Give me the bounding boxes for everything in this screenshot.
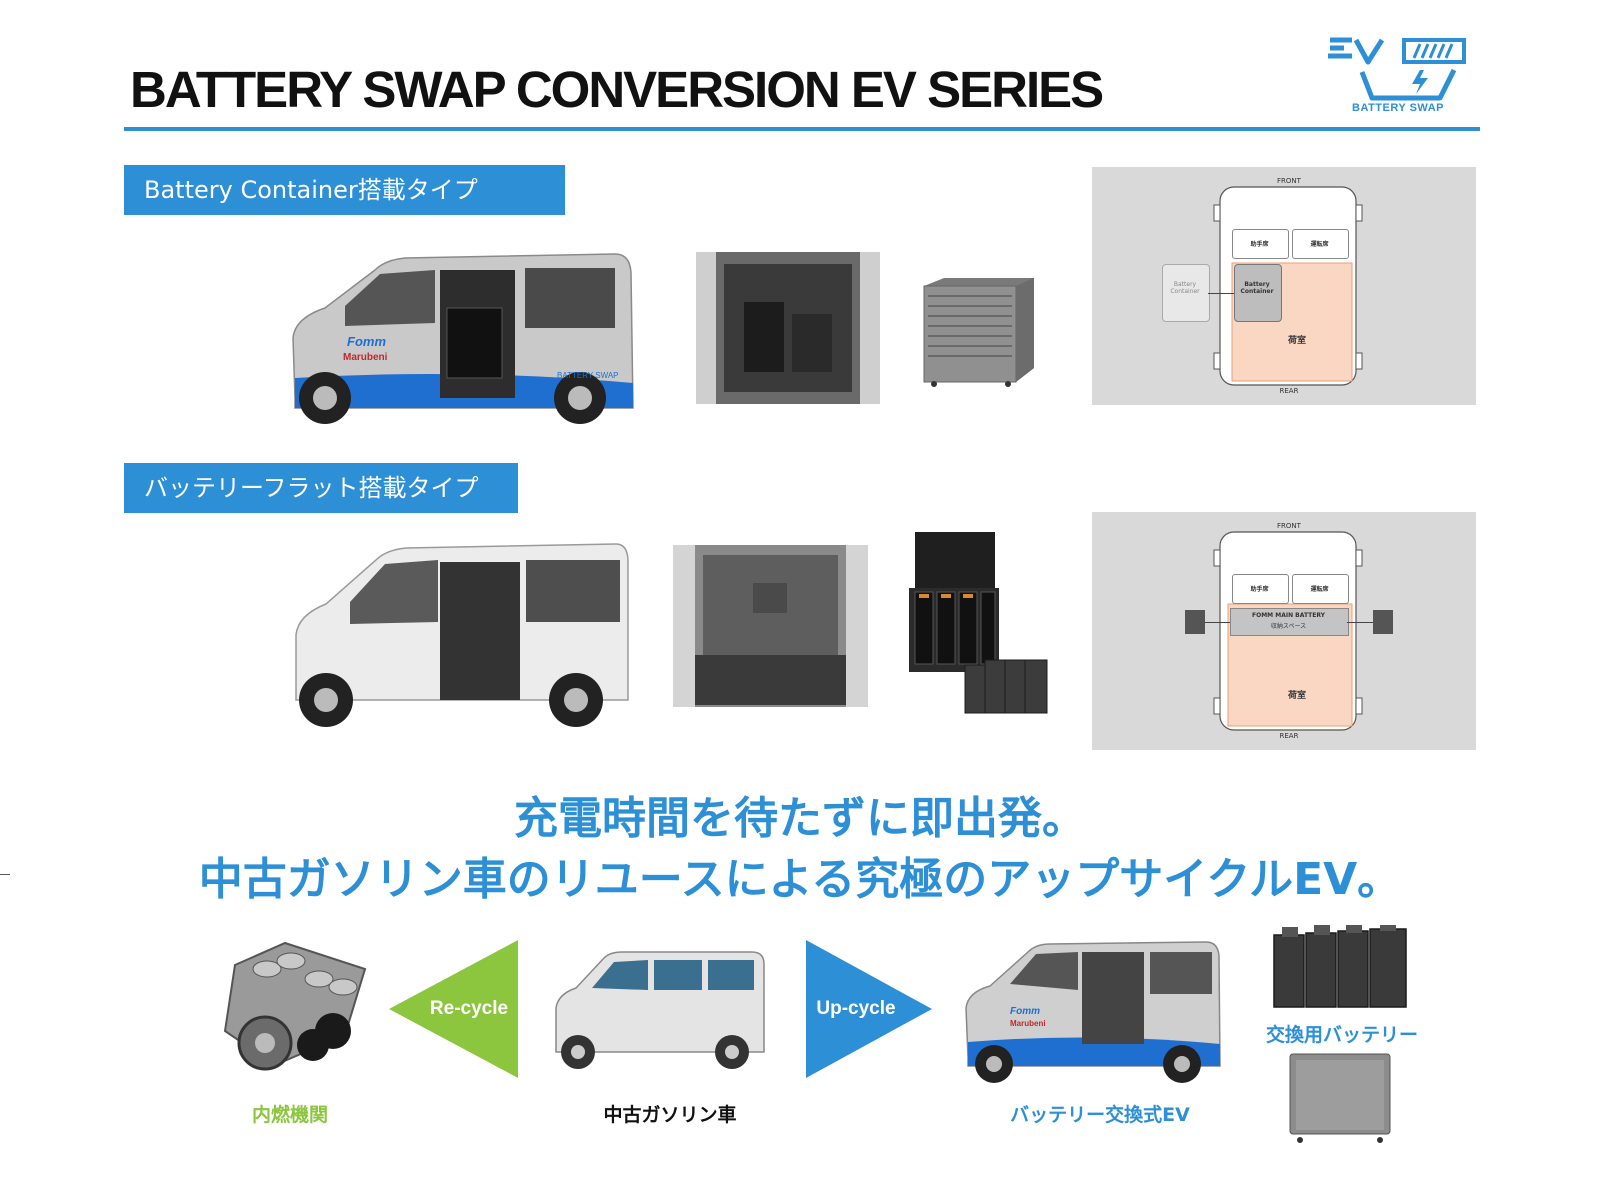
section-label-battery-container: Battery Container搭載タイプ xyxy=(124,165,565,215)
plan-seat-passenger: 助手席 xyxy=(1250,241,1269,248)
section-label-battery-flat: バッテリーフラット搭載タイプ xyxy=(124,463,518,513)
engine-icon xyxy=(223,941,367,1071)
van-decal-partner: Marubeni xyxy=(343,352,388,363)
van-battery-container-photo: Fomm Marubeni BATTERY SWAP xyxy=(285,248,635,433)
title-underline xyxy=(124,127,1480,131)
plan2-battery-sublabel: 収納スペース xyxy=(1270,623,1307,630)
upcycle-arrow: Up-cycle xyxy=(806,940,932,1078)
used-car-illustration xyxy=(552,948,767,1074)
ev-label: バッテリー交換式EV xyxy=(1010,1104,1190,1126)
van-decal-brand: Fomm xyxy=(347,334,386,349)
battery-container-photo xyxy=(920,276,1038,388)
logo-caption: BATTERY SWAP xyxy=(1352,102,1444,114)
ev-decal-brand: Fomm xyxy=(1010,1006,1040,1017)
plan2-cargo-label: 荷室 xyxy=(1287,691,1306,701)
van-battery-flat-photo xyxy=(290,540,630,732)
plan-front-label: FRONT xyxy=(1277,177,1301,185)
plan-cargo-label: 荷室 xyxy=(1287,336,1306,346)
battery-container-image xyxy=(923,278,1034,387)
plan-swap-arrow xyxy=(1208,293,1234,294)
battery-modules-icon xyxy=(1273,925,1407,1008)
battery-swap-ev-illustration: Fomm Marubeni xyxy=(962,938,1224,1086)
plan-rear-label: REAR xyxy=(1279,387,1299,395)
replacement-battery-container xyxy=(1288,1052,1392,1144)
left-triangle-icon xyxy=(389,940,518,1078)
engine-illustration xyxy=(215,935,375,1085)
ev-battery-logo-icon xyxy=(1328,37,1466,101)
plan2-battery-left-icon xyxy=(1185,610,1205,634)
page-title: BATTERY SWAP CONVERSION EV SERIES xyxy=(130,61,1104,118)
layout-plan-container: FRONT 助手席 運転席 Battery Container Battery … xyxy=(1092,167,1476,405)
ev-van-icon: Fomm Marubeni xyxy=(965,941,1221,1083)
engine-label: 内燃機関 xyxy=(251,1104,328,1126)
plan2-seat-driver: 運転席 xyxy=(1310,586,1329,593)
battery-label: 交換用バッテリー xyxy=(1265,1024,1418,1046)
recycle-arrow: Re-cycle xyxy=(389,940,518,1078)
layout-plan-flat: FRONT 助手席 運転席 FOMM MAIN BATTERY 収納スペース 荷… xyxy=(1092,512,1476,750)
used-van-icon xyxy=(555,951,765,1069)
headline-line2: 中古ガソリン車のリユースによる究極のアップサイクルEV。 xyxy=(198,854,1402,905)
plan2-seat-passenger: 助手席 xyxy=(1250,586,1269,593)
battery-flat-case-photo xyxy=(905,530,1055,716)
van-side-image: Fomm Marubeni BATTERY SWAP xyxy=(292,253,634,424)
replacement-battery-modules xyxy=(1272,925,1410,1009)
plan-seat-driver: 運転席 xyxy=(1310,241,1329,248)
plan-outside-container: Battery Container xyxy=(1170,281,1200,295)
white-van-side-image xyxy=(295,543,629,727)
battery-flat-case-image xyxy=(909,532,1048,714)
ev-decal-partner: Marubeni xyxy=(1010,1019,1046,1028)
flat-interior-image xyxy=(673,545,868,707)
plan2-battery-label: FOMM MAIN BATTERY xyxy=(1252,612,1325,619)
upcycle-label: Up-cycle xyxy=(816,998,896,1019)
headline-line1: 充電時間を待たずに即出発。 xyxy=(514,793,1086,844)
recycle-label: Re-cycle xyxy=(429,998,509,1019)
flat-interior-photo xyxy=(673,545,868,707)
plan2-battery-right-icon xyxy=(1373,610,1393,634)
van-decal-logo: BATTERY SWAP xyxy=(557,371,619,380)
plan2-front-label: FRONT xyxy=(1277,522,1301,530)
van-interior-image xyxy=(696,252,880,404)
van-floor-outline xyxy=(1213,186,1363,386)
battery-container-icon xyxy=(1289,1053,1391,1143)
crop-mark xyxy=(0,874,10,875)
plan2-rear-label: REAR xyxy=(1279,732,1299,740)
right-triangle-icon xyxy=(806,940,932,1078)
battery-swap-logo: BATTERY SWAP xyxy=(1322,32,1478,118)
used-car-label: 中古ガソリン車 xyxy=(603,1104,737,1126)
van-rear-interior-photo xyxy=(696,252,880,404)
plan-inside-container: Battery Container xyxy=(1240,281,1274,295)
